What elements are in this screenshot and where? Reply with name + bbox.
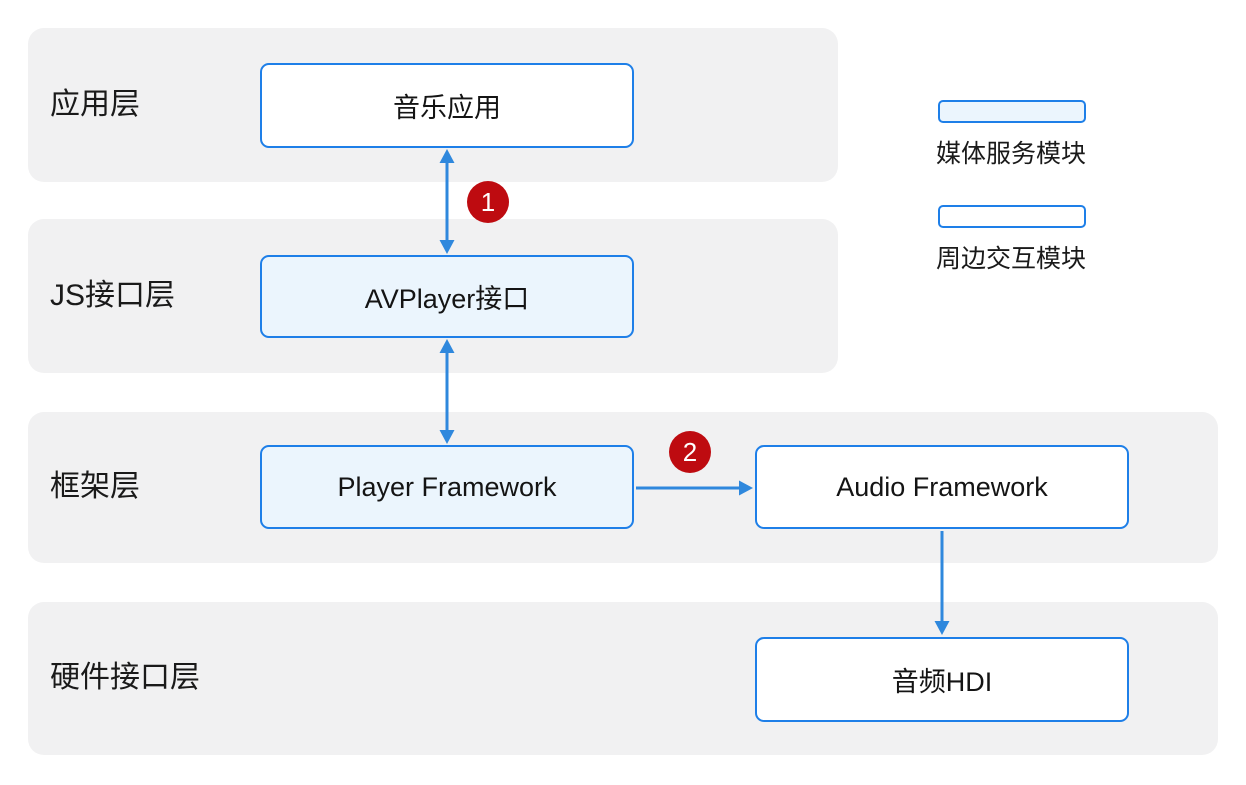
- step-badge-1: 1: [467, 181, 509, 223]
- legend-label-peripheral-module: 周边交互模块: [936, 245, 1087, 273]
- node-audio-hdi: 音频HDI: [755, 637, 1129, 722]
- node-music-app-label: 音乐应用: [393, 93, 501, 123]
- node-avplayer-api: AVPlayer接口: [260, 255, 634, 338]
- node-audio-framework: Audio Framework: [755, 445, 1129, 529]
- node-player-framework-label: Player Framework: [337, 471, 557, 502]
- node-avplayer-api-label: AVPlayer接口: [364, 284, 530, 314]
- node-audio-framework-label: Audio Framework: [836, 471, 1048, 502]
- node-music-app: 音乐应用: [260, 63, 634, 148]
- legend-label-media-module: 媒体服务模块: [936, 140, 1087, 168]
- step-badge-1-number: 1: [480, 186, 496, 217]
- step-badge-2-number: 2: [682, 436, 698, 467]
- layer-label-js-interface: JS接口层: [50, 279, 176, 312]
- node-player-framework: Player Framework: [260, 445, 634, 529]
- node-audio-hdi-label: 音频HDI: [891, 667, 993, 697]
- layer-label-framework: 框架层: [50, 470, 140, 503]
- layer-label-application: 应用层: [50, 88, 140, 121]
- legend-swatch-peripheral-module: [938, 205, 1086, 228]
- step-badge-2: 2: [669, 431, 711, 473]
- legend-swatch-media-module: [938, 100, 1086, 123]
- layer-label-hardware: 硬件接口层: [50, 661, 200, 694]
